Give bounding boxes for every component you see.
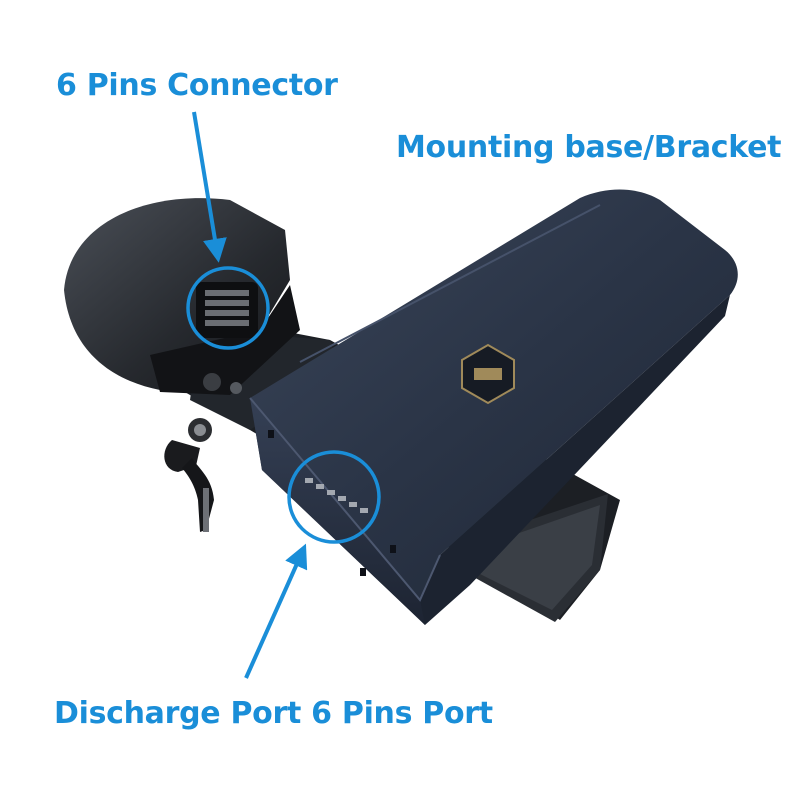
connector-label: 6 Pins Connector: [56, 68, 338, 103]
bracket-label: Mounting base/Bracket: [396, 130, 782, 165]
discharge-port-label: Discharge Port 6 Pins Port: [54, 696, 493, 731]
discharge-port-arrow: [244, 543, 308, 679]
discharge-port-highlight-circle: [287, 450, 381, 544]
mounting-base-cap: [64, 198, 300, 395]
connector-highlight-circle: [186, 266, 270, 350]
battery-body: [249, 189, 738, 625]
discharge-port-slots: [305, 478, 368, 513]
lock-key: [164, 418, 214, 532]
connector-arrow: [192, 111, 227, 263]
